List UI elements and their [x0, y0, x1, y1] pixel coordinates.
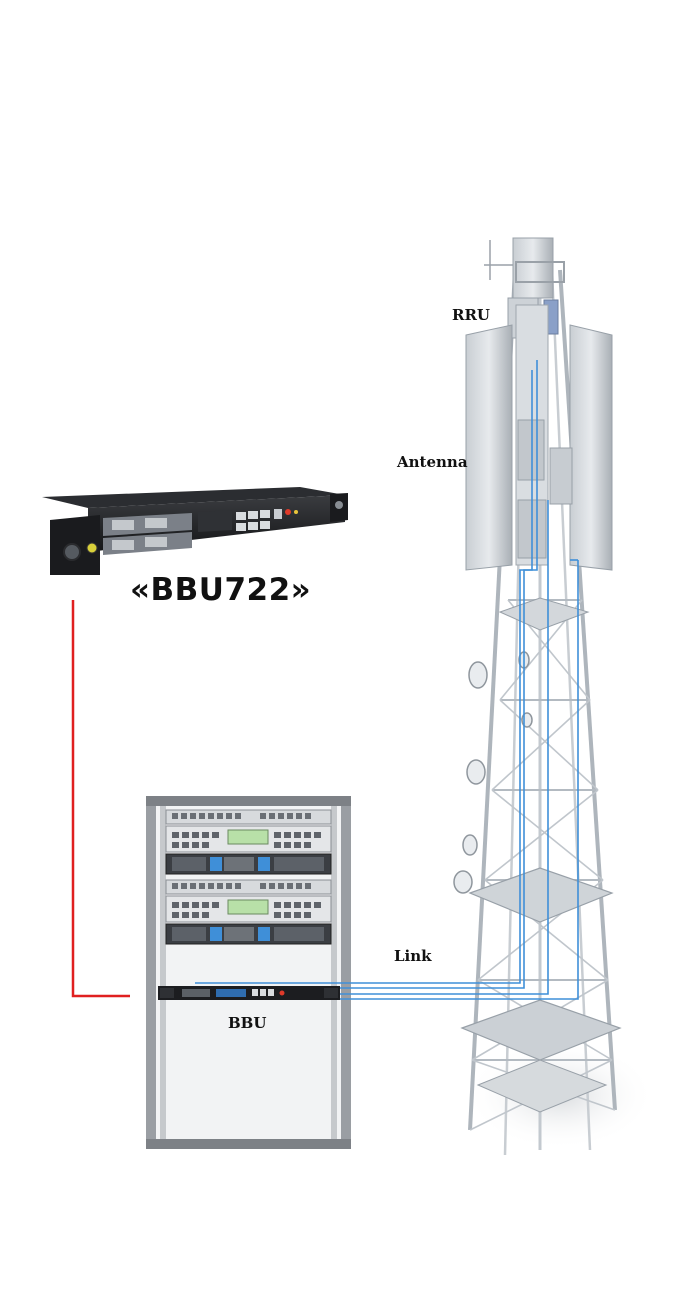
- link-label: Link: [394, 947, 432, 965]
- product-title: «BBU722»: [130, 572, 312, 608]
- rru-label: RRU: [452, 306, 491, 324]
- bbu722-rack-unit-icon: [42, 487, 348, 575]
- antenna-panel-icon: [465, 304, 613, 571]
- bbu-label: BBU: [228, 1014, 267, 1032]
- server-rack-icon: [146, 796, 351, 1149]
- bbu-connection-line: [71, 600, 130, 998]
- fiber-link-lines: [195, 360, 579, 1000]
- antenna-label: Antenna: [397, 453, 468, 471]
- cell-tower-icon: [453, 237, 655, 1156]
